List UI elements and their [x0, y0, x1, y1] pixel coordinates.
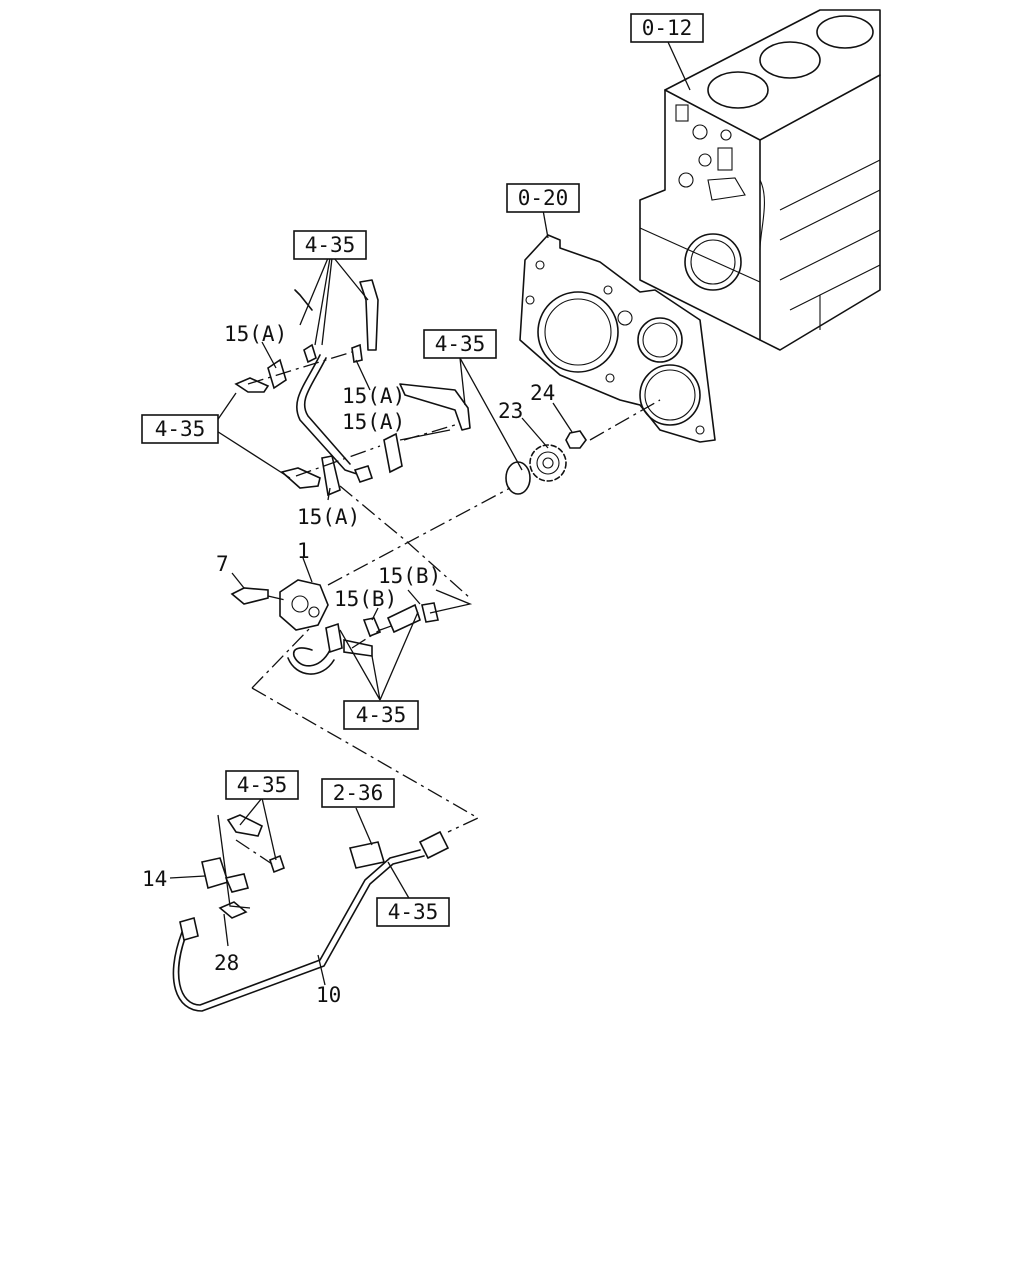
engine-block: [639, 9, 881, 351]
ref-label: 4-35: [155, 417, 206, 441]
part-label-28[interactable]: 28: [214, 951, 239, 975]
ref-box-4-35-left[interactable]: 4-35: [141, 414, 219, 444]
ref-label: 4-35: [356, 703, 407, 727]
ref-box-4-35-sensor[interactable]: 4-35: [225, 770, 299, 800]
ref-label: 2-36: [333, 781, 384, 805]
ref-label: 0-20: [518, 186, 569, 210]
idler-gear: [529, 444, 567, 482]
ref-box-4-35-pump[interactable]: 4-35: [343, 700, 419, 730]
ref-box-0-12[interactable]: 0-12: [630, 13, 704, 43]
ref-box-4-35-mid[interactable]: 4-35: [423, 329, 497, 359]
centerlines: [235, 351, 661, 865]
part-label-15a-mid1[interactable]: 15(A): [342, 384, 405, 408]
ref-box-4-35-top[interactable]: 4-35: [293, 230, 367, 260]
ref-label: 4-35: [388, 900, 439, 924]
part-label-14[interactable]: 14: [142, 867, 167, 891]
ref-label: 4-35: [305, 233, 356, 257]
part-label-15a-mid2[interactable]: 15(A): [342, 410, 405, 434]
part-label-1[interactable]: 1: [297, 539, 310, 563]
part-label-15b-right[interactable]: 15(B): [378, 564, 441, 588]
sensor-harness: [172, 814, 450, 1012]
o-ring: [505, 461, 531, 495]
front-plate: [519, 234, 716, 443]
part-label-15a-lower[interactable]: 15(A): [297, 505, 360, 529]
part-label-23[interactable]: 23: [498, 399, 523, 423]
part-label-15a-upper[interactable]: 15(A): [224, 322, 287, 346]
ref-box-0-20[interactable]: 0-20: [506, 183, 580, 213]
ref-box-4-35-pipe[interactable]: 4-35: [376, 897, 450, 927]
part-label-7[interactable]: 7: [216, 552, 229, 576]
ref-label: 0-12: [642, 16, 693, 40]
ref-label: 4-35: [435, 332, 486, 356]
part-label-15b-left[interactable]: 15(B): [334, 587, 397, 611]
part-label-24[interactable]: 24: [530, 381, 555, 405]
ref-box-2-36[interactable]: 2-36: [321, 778, 395, 808]
oil-pump: [230, 579, 439, 675]
ref-label: 4-35: [237, 773, 288, 797]
nut: [565, 430, 587, 449]
part-label-10[interactable]: 10: [316, 983, 341, 1007]
